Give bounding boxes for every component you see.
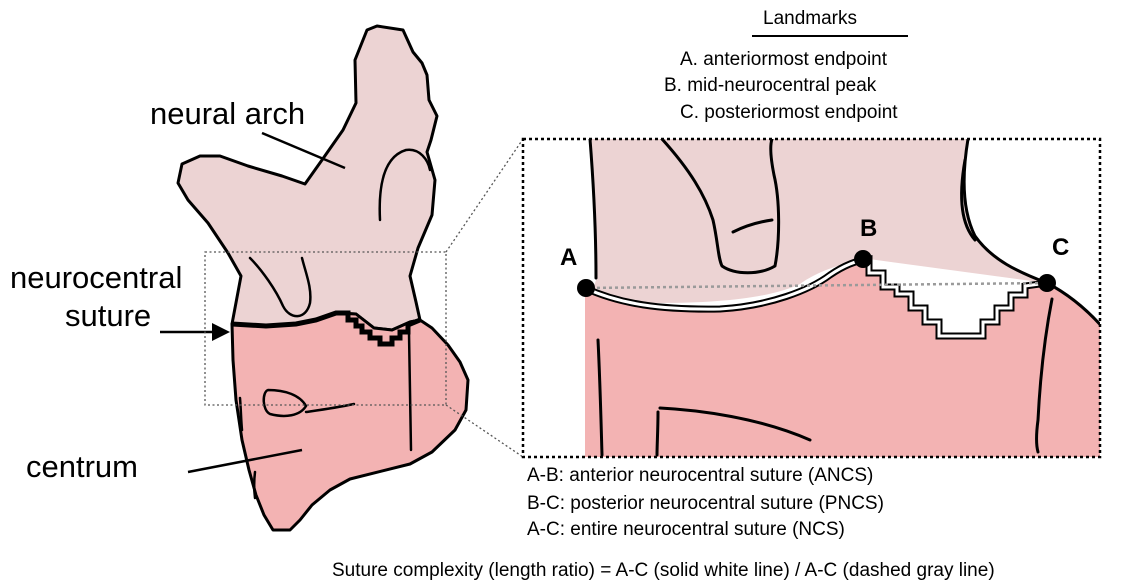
segment-bc: B-C: posterior neurocentral suture (PNCS…	[527, 494, 884, 513]
point-label-b: B	[860, 217, 877, 241]
segment-ab: A-B: anterior neurocentral suture (ANCS)	[527, 466, 873, 485]
landmark-item-c: C. posteriormost endpoint	[680, 103, 898, 122]
centrum-label: centrum	[26, 451, 138, 482]
landmarks-heading: Landmarks	[763, 9, 857, 28]
suture-label: suture	[65, 300, 151, 331]
neural-arch-label: neural arch	[150, 98, 305, 129]
landmark-item-b: B. mid-neurocentral peak	[664, 76, 876, 95]
landmark-item-a: A. anteriormost endpoint	[680, 50, 887, 69]
segment-ac: A-C: entire neurocentral suture (NCS)	[527, 520, 845, 539]
point-label-a: A	[560, 246, 577, 270]
landmark-point-c	[1038, 274, 1056, 292]
centrum-shape	[232, 313, 468, 530]
landmark-point-b	[854, 250, 872, 268]
neurocentral-label: neurocentral	[10, 262, 182, 293]
landmark-point-a	[577, 279, 595, 297]
arrow-icon	[212, 323, 230, 341]
neural-arch-shape	[178, 26, 437, 330]
inset-magnified	[577, 139, 1105, 460]
point-label-c: C	[1052, 236, 1069, 260]
complexity-formula: Suture complexity (length ratio) = A-C (…	[332, 561, 995, 580]
